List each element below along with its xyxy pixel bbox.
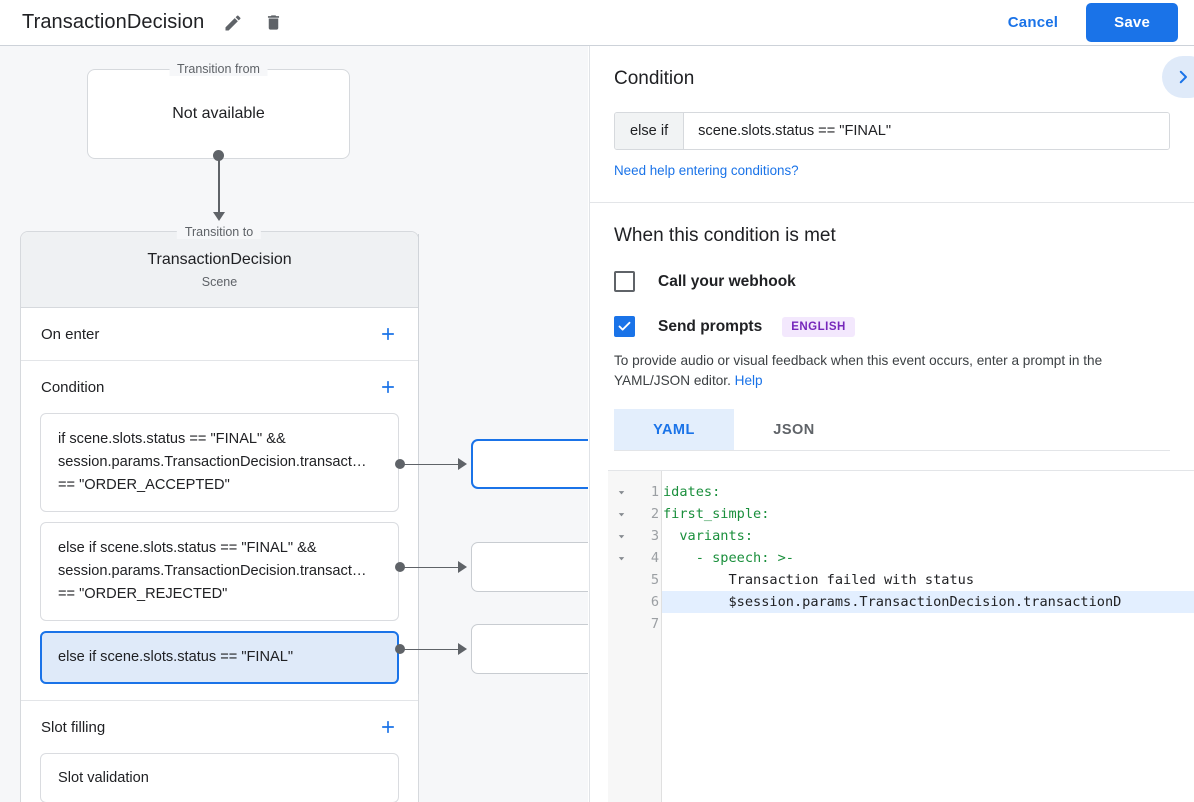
section-slot-filling-title: Slot filling bbox=[41, 718, 106, 736]
panel-when-met-section: When this condition is met Call your web… bbox=[590, 203, 1194, 451]
transition-from-legend: Transition from bbox=[169, 62, 268, 76]
condition-item-2[interactable]: else if scene.slots.status == "FINAL" &&… bbox=[40, 522, 399, 621]
fold-arrow-1[interactable] bbox=[608, 481, 634, 503]
transition-to-legend: Transition to bbox=[176, 225, 262, 239]
scene-type: Scene bbox=[201, 275, 238, 289]
code-line-6[interactable]: $session.params.TransactionDecision.tran… bbox=[662, 591, 1194, 613]
fold-arrow-5 bbox=[608, 569, 634, 591]
webhook-checkbox-row[interactable]: Call your webhook bbox=[614, 271, 1170, 292]
prompts-description-text: To provide audio or visual feedback when… bbox=[614, 353, 1103, 388]
edge-arrow-1 bbox=[458, 458, 467, 470]
send-prompts-checkbox-row[interactable]: Send prompts ENGLISH bbox=[614, 316, 1170, 337]
transition-target-1[interactable] bbox=[471, 439, 588, 489]
tab-yaml[interactable]: YAML bbox=[614, 409, 734, 450]
code-line-7[interactable] bbox=[662, 613, 1194, 635]
condition-help-link[interactable]: Need help entering conditions? bbox=[614, 163, 799, 178]
connector-line bbox=[218, 156, 220, 214]
code-line-1[interactable]: idates: bbox=[663, 484, 721, 500]
add-slot-filling-button[interactable] bbox=[376, 715, 400, 739]
code-line-2[interactable]: first_simple: bbox=[663, 506, 770, 522]
line-number: 5 bbox=[650, 572, 659, 588]
edge-arrow-2 bbox=[458, 561, 467, 573]
section-condition-title: Condition bbox=[41, 378, 105, 396]
code-content[interactable]: idates: first_simple: variants: - speech:… bbox=[662, 471, 1194, 802]
line-number: 1 bbox=[650, 484, 659, 500]
scene-header: TransactionDecision Scene bbox=[21, 232, 418, 308]
transition-from-value: Not available bbox=[172, 105, 265, 122]
code-line-3[interactable]: variants: bbox=[663, 528, 754, 544]
line-number: 2 bbox=[650, 506, 659, 522]
chevron-right-icon[interactable] bbox=[1162, 56, 1194, 98]
fold-arrow-7 bbox=[608, 613, 634, 635]
condition-item-3[interactable]: else if scene.slots.status == "FINAL" bbox=[40, 631, 399, 684]
panel-condition-section: Condition else if Need help entering con… bbox=[590, 46, 1194, 203]
line-number: 4 bbox=[650, 550, 659, 566]
send-prompts-label: Send prompts bbox=[658, 317, 763, 335]
webhook-label: Call your webhook bbox=[658, 272, 796, 290]
condition-item-1[interactable]: if scene.slots.status == "FINAL" && sess… bbox=[40, 413, 399, 512]
line-number: 6 bbox=[650, 594, 659, 610]
section-slot-filling-header: Slot filling bbox=[21, 701, 418, 753]
header-actions: Cancel Save bbox=[994, 3, 1194, 42]
condition-expression-input[interactable] bbox=[684, 113, 1169, 149]
transition-target-2[interactable] bbox=[471, 542, 588, 592]
edge-dot-2 bbox=[395, 562, 405, 572]
scene-name: TransactionDecision bbox=[147, 251, 292, 268]
add-on-enter-button[interactable] bbox=[376, 322, 400, 346]
condition-prefix-label: else if bbox=[615, 113, 685, 149]
language-badge: ENGLISH bbox=[782, 316, 855, 337]
section-condition: Condition if scene.slots.status == "FINA… bbox=[21, 361, 418, 701]
section-on-enter-header: On enter bbox=[21, 308, 418, 360]
yaml-editor[interactable]: 1 2 3 4 5 6 7 idates: first_simple: variants: -… bbox=[608, 470, 1194, 802]
trash-icon[interactable] bbox=[262, 12, 284, 34]
transition-from-card: Transition from Not available bbox=[87, 62, 350, 159]
section-slot-filling: Slot filling Slot validation bbox=[21, 701, 418, 802]
when-met-title: When this condition is met bbox=[614, 225, 836, 246]
pencil-icon[interactable] bbox=[222, 12, 244, 34]
line-number: 7 bbox=[650, 616, 659, 632]
add-condition-button[interactable] bbox=[376, 375, 400, 399]
cancel-button[interactable]: Cancel bbox=[994, 6, 1072, 39]
edge-line-1 bbox=[404, 463, 459, 465]
fold-arrow-4[interactable] bbox=[608, 547, 634, 569]
slot-filling-list: Slot validation bbox=[21, 753, 418, 802]
webhook-checkbox[interactable] bbox=[614, 271, 635, 292]
line-number-gutter: 1 2 3 4 5 6 7 bbox=[634, 471, 662, 802]
line-number: 3 bbox=[650, 528, 659, 544]
fold-arrow-3[interactable] bbox=[608, 525, 634, 547]
fold-gutter bbox=[608, 471, 634, 802]
prompts-help-link[interactable]: Help bbox=[734, 373, 763, 388]
edge-dot-3 bbox=[395, 644, 405, 654]
code-line-5[interactable]: Transaction failed with status bbox=[663, 572, 974, 588]
fold-arrow-2[interactable] bbox=[608, 503, 634, 525]
code-line-4[interactable]: - speech: >- bbox=[663, 550, 794, 566]
edge-dot-1 bbox=[395, 459, 405, 469]
connector-arrow bbox=[212, 212, 225, 221]
fold-arrow-6 bbox=[608, 591, 634, 613]
condition-list: if scene.slots.status == "FINAL" && sess… bbox=[21, 413, 418, 700]
panel-title: Condition bbox=[614, 68, 695, 89]
save-button[interactable]: Save bbox=[1086, 3, 1178, 42]
edge-line-3 bbox=[404, 648, 459, 650]
scene-canvas: Transition from Not available Transition… bbox=[0, 46, 588, 802]
transition-target-3[interactable] bbox=[471, 624, 588, 674]
send-prompts-checkbox[interactable] bbox=[614, 316, 635, 337]
scene-card: TransactionDecision Scene On enter Condi… bbox=[20, 231, 419, 802]
prompts-description: To provide audio or visual feedback when… bbox=[614, 351, 1170, 391]
app-header: TransactionDecision Cancel Save bbox=[0, 0, 1194, 46]
tab-json[interactable]: JSON bbox=[773, 422, 815, 438]
section-on-enter: On enter bbox=[21, 308, 418, 361]
edge-arrow-3 bbox=[458, 643, 467, 655]
section-on-enter-title: On enter bbox=[41, 325, 100, 343]
edge-line-2 bbox=[404, 566, 459, 568]
editor-format-tabs: YAML JSON bbox=[614, 409, 1170, 451]
condition-input-row: else if bbox=[614, 112, 1170, 150]
page-title: TransactionDecision bbox=[22, 11, 205, 33]
slot-validation-item[interactable]: Slot validation bbox=[40, 753, 399, 802]
section-condition-header: Condition bbox=[21, 361, 418, 413]
connector-dot bbox=[213, 150, 224, 161]
